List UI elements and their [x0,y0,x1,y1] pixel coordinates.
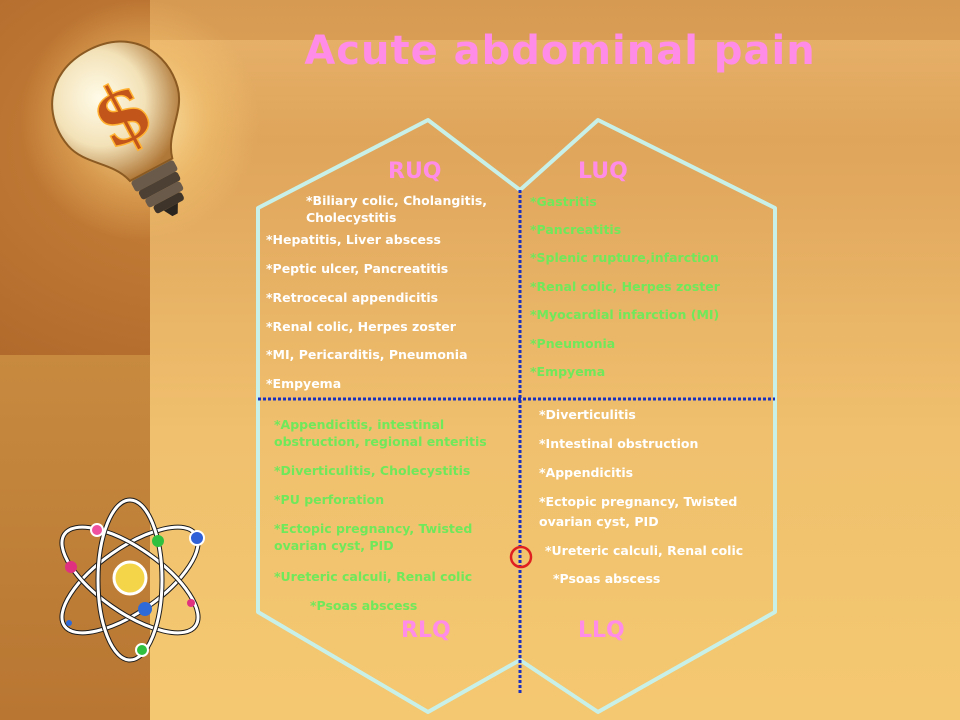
list-item: *Myocardial infarction (MI) [530,307,720,322]
abdomen-outline-right [518,118,777,714]
list-item: *Appendicitis [539,465,634,480]
list-item: *Psoas abscess [310,598,418,613]
atom-icon [59,497,205,663]
list-item: *Psoas abscess [553,571,661,586]
page-title: Acute abdominal pain [304,28,816,74]
list-item: *Renal colic, Herpes zoster [530,279,720,294]
quadrant-label-llq: LLQ [578,618,625,643]
list-item: *MI, Pericarditis, Pneumonia [266,347,468,362]
background-strip [150,40,960,140]
list-item: *Diverticulitis [539,407,636,422]
lightbulb-dollar-icon: $ [20,0,260,240]
list-item: *Ureteric calculi, Renal colic [545,543,744,558]
list-item: ovarian cyst, PID [539,514,659,529]
list-item: *Pancreatitis [530,222,622,237]
list-item: *Empyema [530,364,606,379]
list-item: *Ectopic pregnancy, Twisted [274,521,473,536]
list-item: *Biliary colic, Cholangitis, [306,193,488,208]
circle-marker-icon [509,545,533,569]
quadrant-label-rlq: RLQ [401,618,451,643]
list-item: ovarian cyst, PID [274,538,394,553]
list-item: *Renal colic, Herpes zoster [266,319,456,334]
list-item: *Peptic ulcer, Pancreatitis [266,261,449,276]
list-item: Cholecystitis [306,210,397,225]
list-item: *Appendicitis, intestinal [274,417,445,432]
list-item: *Intestinal obstruction [539,436,699,451]
list-item: *Splenic rupture,infarction [530,250,719,265]
list-item: *Diverticulitis, Cholecystitis [274,463,471,478]
list-item: *Hepatitis, Liver abscess [266,232,441,247]
list-item: *Retrocecal appendicitis [266,290,439,305]
abdomen-outline-left [256,118,522,714]
list-item: *Pneumonia [530,336,616,351]
list-item: *Empyema [266,376,342,391]
quadrant-label-luq: LUQ [578,159,628,184]
list-item: *PU perforation [274,492,385,507]
background-page [150,0,960,720]
list-item: obstruction, regional enteritis [274,434,487,449]
quadrant-label-ruq: RUQ [388,159,442,184]
list-item: *Gastritis [530,194,597,209]
list-item: *Ectopic pregnancy, Twisted [539,494,738,509]
list-item: *Ureteric calculi, Renal colic [274,569,473,584]
